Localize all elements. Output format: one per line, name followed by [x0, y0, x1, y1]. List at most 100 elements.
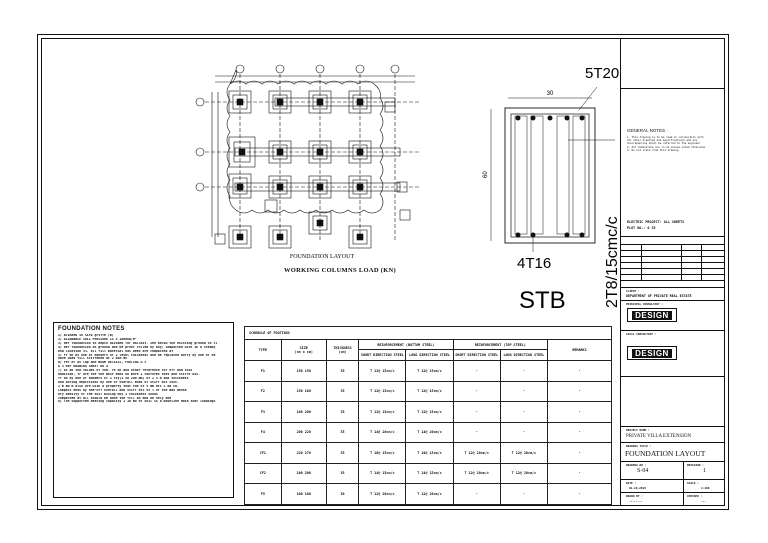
table-cell: - — [546, 462, 613, 484]
bottom-bars-label: 4T16 — [517, 255, 551, 272]
note-line: 6) ref er at lap and BEAM DETAILS, FOOTI… — [58, 361, 147, 365]
title-block: GENERAL NOTES : 1. This drawing is to be… — [620, 38, 725, 506]
col-thickness: THICKNESS(cm) — [325, 339, 360, 361]
note-line: fr on by one of bonders of 2 sty(1 50 20… — [58, 376, 189, 380]
table-cell: T 12@ 20cm/c — [452, 462, 501, 484]
stirrups-label: 2T8/15cmc/c — [604, 216, 621, 308]
table-cell: - — [546, 421, 613, 443]
table-cell: F3 — [244, 401, 282, 423]
plan-subcaption: WORKING COLUMNS LOAD (KN) — [283, 267, 397, 274]
general-note-line: discrepancies shall be referred to the e… — [627, 142, 701, 146]
note-line: compacted at all should be done the fill… — [58, 396, 172, 400]
client-name: DEPARTMENT OF PRIVATE REAL ESTATE — [626, 294, 692, 298]
col-remarks: REMARKS — [546, 339, 613, 361]
table-cell: 160 200 — [280, 401, 327, 423]
table-cell: F2 — [244, 380, 282, 402]
table-cell: - — [452, 360, 501, 382]
revision-label: REVISION : — [687, 463, 704, 467]
note-line: Compact ends by one-off overall and stif… — [58, 388, 187, 392]
table-cell: - — [546, 360, 613, 382]
table-cell: - — [452, 401, 501, 423]
col-size: SIZE(cm x cm) — [280, 339, 327, 361]
table-cell: - — [499, 360, 548, 382]
table-cell: T 14@ 20cm/c — [358, 421, 407, 443]
table-cell: - — [452, 380, 501, 402]
drawing-sheet-border — [37, 34, 729, 510]
table-cell: - — [499, 401, 548, 423]
schedule-title: SCHEDULE OF FOOTINGS — [244, 326, 612, 340]
drawn-value: -------- — [629, 499, 643, 503]
scale-value: 1:100 — [701, 486, 710, 490]
drawing-inner-border — [41, 38, 725, 506]
checked-label: CHECKED : — [687, 494, 703, 498]
general-note-line: 2. All dimensions are in cm unless noted… — [627, 145, 706, 149]
table-cell: T 12@ 15cm/c — [405, 360, 454, 382]
table-cell: - — [546, 483, 613, 505]
table-cell: 150 180 — [280, 380, 327, 402]
note-line: 5) Fr on by one of bonders of 2 level th… — [58, 353, 216, 357]
table-cell: 35 — [325, 421, 360, 443]
note-line: and boring depictions by one of overall … — [58, 380, 179, 384]
note-line: 2) ALLOWABLE SOIL PRESSURE IS = 1000KN/M… — [58, 337, 137, 341]
table-cell: 35 — [325, 462, 360, 484]
col-type: TYPE — [244, 339, 282, 361]
col-bottom-short: SHORT DIRECTION STEEL — [358, 349, 407, 361]
table-cell: T 12@ 15cm/c — [405, 401, 454, 423]
foundation-plan: FOUNDATION LAYOUT — [195, 64, 420, 260]
table-cell: 150 150 — [280, 360, 327, 382]
note-line: addition, fr are the the most ends on mo… — [58, 373, 201, 377]
top-bars-label: 5T20 — [585, 65, 619, 82]
table-cell: 35 — [325, 360, 360, 382]
note-line: end location 5%. all fill material has b… — [58, 349, 174, 353]
table-cell: - — [546, 442, 613, 464]
notes-lines: 1) Blinded in situ griffe (m)2) ALLOWABL… — [58, 334, 229, 404]
table-cell: CF1 — [244, 442, 282, 464]
table-cell: T 12@ 20cm/c — [499, 462, 548, 484]
table-cell: 35 — [325, 442, 360, 464]
general-note-line: 3. Do not scale from this drawing — [627, 148, 679, 152]
col-reinf-bottom: REINFORCEMENT (BOTTOM STEEL) — [358, 339, 454, 350]
note-line: dry density of the soil mixing boy 1 thi… — [58, 392, 158, 396]
local-consultant-label: LOCAL CONSULTANT : — [626, 332, 657, 336]
table-cell: T 12@ 15cm/c — [358, 380, 407, 402]
drawing-title-label: DRAWING TITLE : — [626, 444, 652, 448]
table-cell: T 12@ 20cm/c — [452, 442, 501, 464]
general-note-line: all other drawings and specifications an… — [627, 139, 698, 143]
table-cell: - — [546, 401, 613, 423]
general-note-line: 1. This drawing is to be read in conjunc… — [627, 136, 704, 139]
consultant-logo: DESIGN — [627, 308, 677, 322]
table-cell: - — [499, 421, 548, 443]
table-cell: F1 — [244, 360, 282, 382]
consultant-label: PRINCIPAL CONSULTANT : — [626, 302, 664, 306]
table-cell: - — [546, 380, 613, 402]
revision-value: 1 — [703, 468, 706, 474]
table-cell: F5 — [244, 483, 282, 505]
section-label: STB — [519, 287, 566, 310]
table-cell: T 14@ 20cm/c — [405, 421, 454, 443]
notes-title: FOUNDATION NOTES — [58, 326, 125, 332]
table-cell: T 12@ 20cm/c — [358, 483, 407, 505]
table-cell: T 12@ 20cm/c — [499, 442, 548, 464]
note-line: 4) Ref foundation on ground and be proof… — [58, 345, 216, 349]
drawn-label: DRAWN BY : — [626, 494, 643, 498]
beam-section: 5T20 30 60 4T16 STB 2T8/15cmc/c — [483, 65, 621, 310]
table-cell: T 16@ 15cm/c — [358, 442, 407, 464]
note-line: 1) Blinded in situ griffe (m) — [58, 334, 114, 337]
table-cell: - — [499, 380, 548, 402]
drawing-title: FOUNDATION LAYOUT — [625, 449, 706, 458]
plan-caption: FOUNDATION LAYOUT — [290, 254, 355, 260]
general-notes-title: GENERAL NOTES : — [627, 128, 668, 133]
local-consultant-logo: DESIGN — [627, 346, 677, 360]
note-line: have used fill stiffened at 2 dim ms — [58, 357, 128, 361]
table-cell: F4 — [244, 421, 282, 443]
col-top-short: SHORT DIRECTION STEEL — [452, 349, 501, 361]
table-cell: 100 100 — [280, 483, 327, 505]
note-line: 2 m am m also are with a property that t… — [58, 384, 179, 388]
date-value: 01-10-2018 — [629, 486, 646, 490]
note-line: & 5 REF DRAWING SHEET NO 4 — [58, 365, 108, 369]
table-cell: 35 — [325, 401, 360, 423]
